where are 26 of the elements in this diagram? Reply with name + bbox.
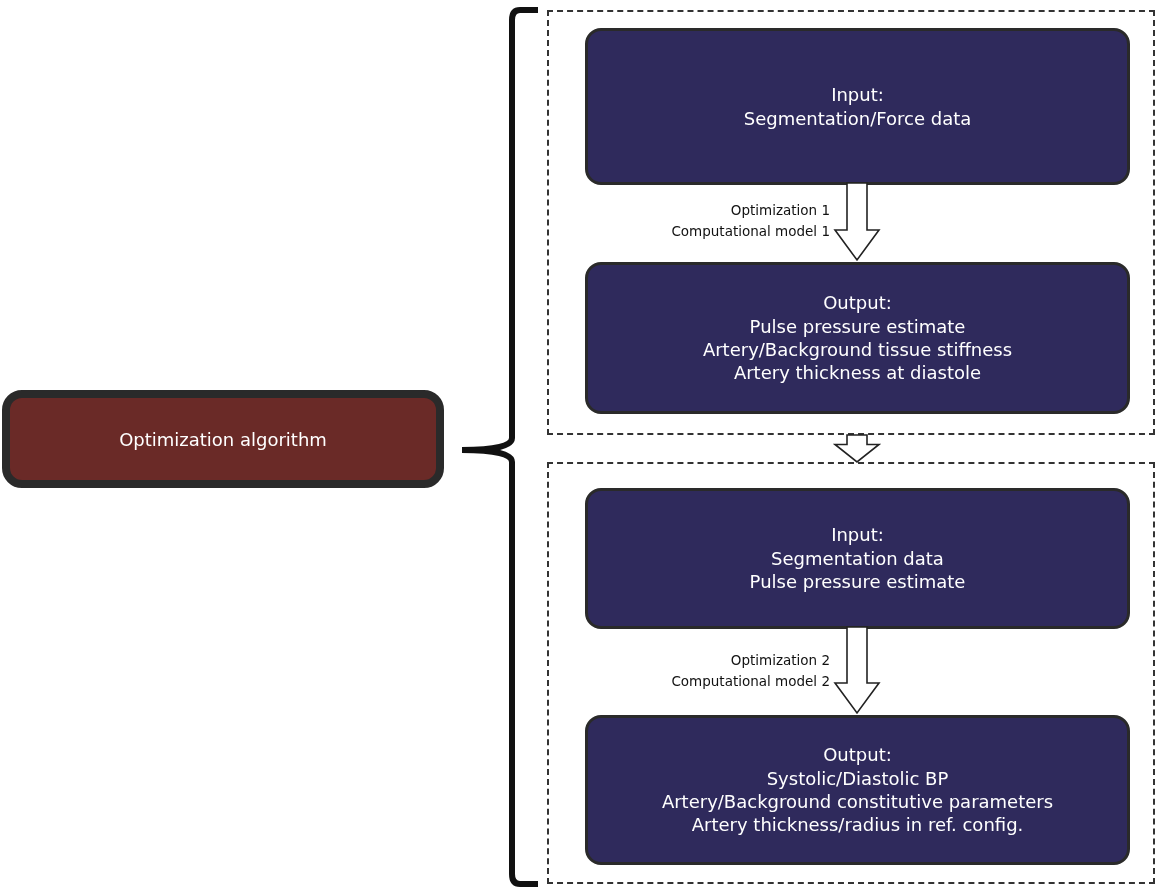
dashed-group-box: [547, 10, 1155, 435]
algorithm-box: [2, 390, 444, 488]
edge-label: Optimization 2 Computational model 2: [670, 651, 830, 691]
process-box: [585, 262, 1130, 414]
hollow-arrow: [832, 434, 882, 464]
box-text: Segmentation data: [771, 546, 944, 571]
box-text: Artery thickness/radius in ref. config.: [691, 813, 1024, 837]
box-text: Pulse pressure estimate: [749, 314, 966, 338]
box-text: Optimization algorithm: [119, 428, 327, 450]
box-heading: Input:: [831, 83, 884, 107]
dashed-group-box: [547, 462, 1155, 884]
box-heading: Output:: [823, 291, 892, 315]
box-text: Systolic/Diastolic BP: [766, 766, 949, 790]
process-box: [585, 488, 1130, 629]
box-text: Pulse pressure estimate: [749, 570, 966, 594]
process-box: [585, 28, 1130, 185]
box-text: Artery/Background tissue stiffness: [702, 338, 1013, 362]
box-heading: Output:: [823, 743, 892, 767]
hollow-arrow: [833, 182, 881, 262]
box-heading: Input:: [831, 523, 884, 547]
hollow-arrow: [833, 626, 881, 715]
box-text: Segmentation/Force data: [743, 106, 972, 130]
box-text: Artery/Background constitutive parameters: [661, 790, 1054, 814]
process-box: [585, 715, 1130, 865]
box-text: Artery thickness at diastole: [733, 361, 982, 385]
edge-label: Optimization 1 Computational model 1: [670, 201, 830, 241]
